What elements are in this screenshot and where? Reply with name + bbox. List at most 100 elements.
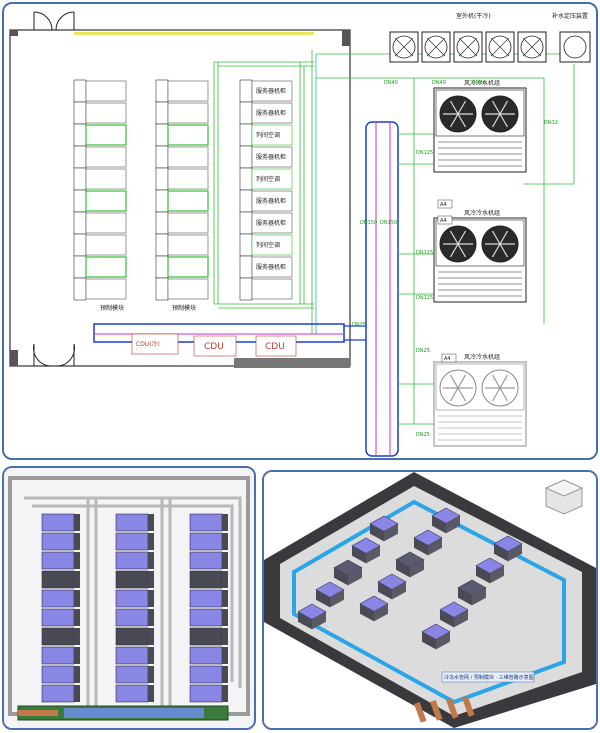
module-cell [167,146,209,168]
cabinet-side-strip [239,101,253,125]
pipe-label: DN125 [416,295,433,301]
cabinet-cell [251,190,293,212]
module-side-strip [73,189,87,213]
cabinet-label: 服务器机柜 [256,153,286,161]
module-block-top [115,532,149,551]
module-block-top [115,551,149,570]
module-cell [167,212,209,234]
module-block-iso [413,529,443,556]
module-side-strip [155,123,169,147]
module-block-top [41,513,75,532]
module-block-top [189,570,223,589]
cdu-unit-2: CDU [193,335,237,357]
dry-cooler-row [389,31,591,63]
module-side-strip [73,123,87,147]
module-columns [73,79,209,301]
main-riser-loop [365,121,399,457]
module-caption-mid: 预制模块 [172,304,196,312]
cabinet-cell [251,80,293,102]
valve-box [441,353,457,363]
module-side-strip [155,189,169,213]
module-cell [85,124,127,146]
module-block-iso [457,579,487,606]
module-cell [167,102,209,124]
module-cell [167,80,209,102]
chiller-label: 风冷冷水机组 [464,79,500,87]
chiller-unit: 风冷冷水机组 [433,353,527,447]
module-cell [85,234,127,256]
module-block-iso [421,623,451,650]
door-bottom-icon [33,343,75,367]
module-cell [85,212,127,234]
fan-circle-icon [488,35,512,59]
chiller-unit: 风冷冷水机组 [433,79,527,173]
module-block-top [115,646,149,665]
cabinet-label: 服务器机柜 [256,87,286,95]
module-side-strip [155,79,169,103]
module-block-top [41,627,75,646]
iso-bottom-stubs [414,695,475,723]
cabinet-side-strip [239,123,253,147]
fan-unit-single [559,31,591,63]
module-block-top [189,665,223,684]
module-block-iso [297,603,327,630]
chiller-unit: 风冷冷水机组 [433,209,527,303]
room-outline [9,29,351,367]
module-block-top [41,532,75,551]
module-cell [167,168,209,190]
module-cell [85,80,127,102]
module-block-iso [333,559,363,586]
cabinet-label: 列间空调 [256,175,280,183]
module-cell [167,190,209,212]
module-block-top [189,589,223,608]
module-side-strip [73,101,87,125]
module-block-iso [377,573,407,600]
module-block-top [189,627,223,646]
valve-box-label: A4 [440,202,447,208]
module-side-strip [73,233,87,257]
plan-view-drawing: 预制模块 预制模块 服务器机柜服务器机柜列间空调服务器机柜列间空调服务器机柜服务… [9,11,591,457]
isometric-3d-panel: 冷冻水管网 / 预制模块 · 三维管路示意图 [262,470,598,730]
pipe-label: DN40 [432,80,446,86]
fan-single-label: 补水定压装置 [552,12,588,20]
grey-pipes-top-view [24,496,242,708]
module-side-strip [155,277,169,301]
module-block-iso [351,537,381,564]
module-side-strip [73,255,87,279]
module-block-top [115,665,149,684]
pipe-label: DN25 [416,348,430,354]
module-cell [167,124,209,146]
fan-circle-icon [392,35,416,59]
module-block-top [115,684,149,703]
svg-text:CDU: CDU [265,342,285,352]
pipe-label: DN25 [416,432,430,438]
pipe-label: DN25 [352,322,366,328]
plan-view-panel: 预制模块 预制模块 服务器机柜服务器机柜列间空调服务器机柜列间空调服务器机柜服务… [2,2,598,460]
svg-text:CDU: CDU [204,342,224,352]
cabinet-label: 服务器机柜 [256,197,286,205]
module-block-top [115,589,149,608]
view-cube-icon[interactable] [544,479,584,515]
module-block-top [115,570,149,589]
module-block-top [41,665,75,684]
pipe-label: DN40 [384,80,398,86]
top-view-3d-drawing [4,468,254,728]
module-side-strip [155,255,169,279]
cabinet-cell [251,124,293,146]
cabinet-cell [251,212,293,234]
cabinet-cell [251,168,293,190]
module-side-strip [73,145,87,169]
module-cell [85,102,127,124]
iso-caption: 冷冻水管网 / 预制模块 · 三维管路示意图 [444,674,534,681]
cyan-pipe-ring-iso [292,499,566,705]
fan-circle-icon [456,35,480,59]
module-block-iso [359,595,389,622]
wall-light-strip [74,32,314,35]
module-side-strip [73,211,87,235]
module-block-top [115,627,149,646]
cabinet-label: 列间空调 [256,241,280,249]
cabinet-cell [251,234,293,256]
module-side-strip [155,167,169,191]
